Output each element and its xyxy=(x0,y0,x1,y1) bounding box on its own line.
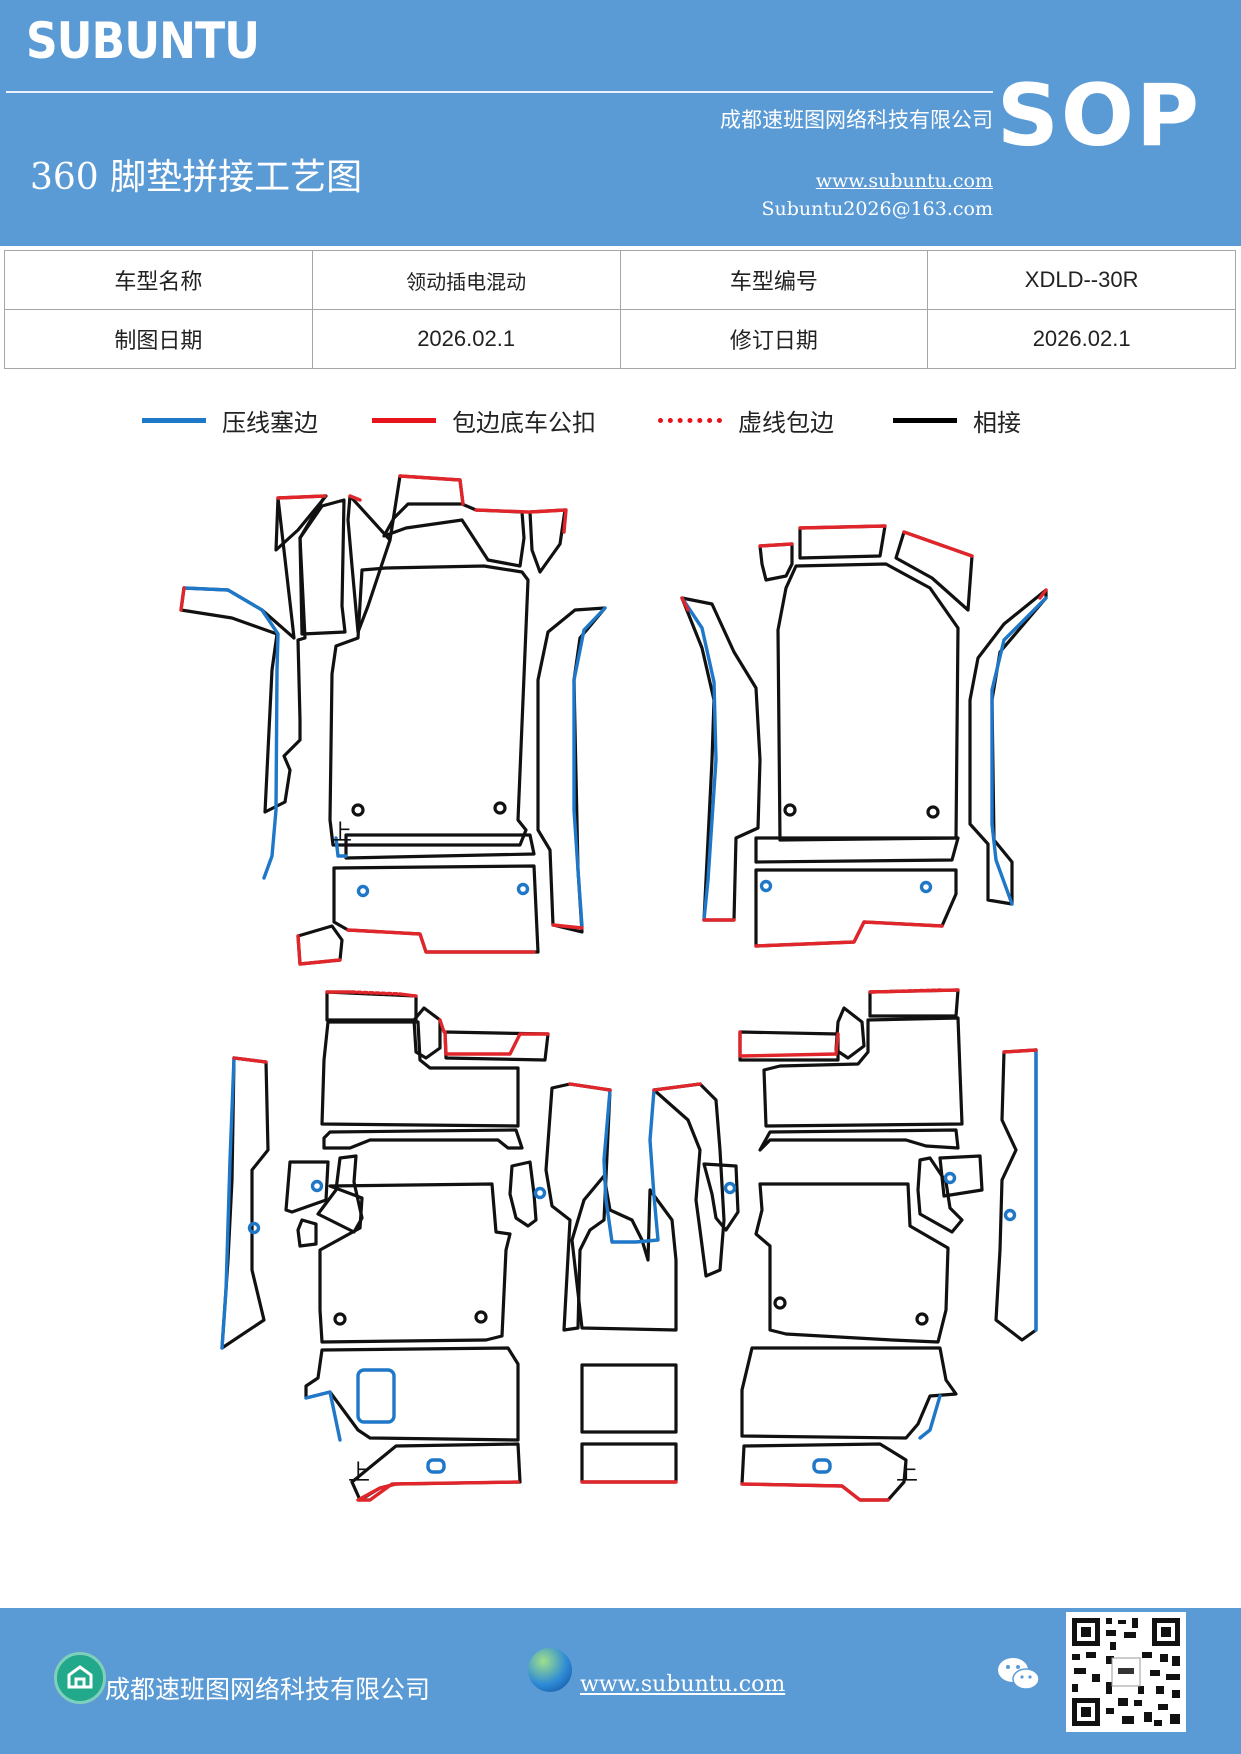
mat-piece xyxy=(320,1020,520,1128)
legend-label: 包边底车公扣 xyxy=(452,408,596,437)
draw-date-value: 2026.02.1 xyxy=(311,309,621,369)
legend-label: 压线塞边 xyxy=(222,408,318,437)
revise-date-label: 修订日期 xyxy=(619,309,929,369)
mat-piece xyxy=(318,1182,512,1344)
front-left-mat-group xyxy=(179,474,607,966)
building-icon xyxy=(54,1652,106,1704)
center-rear-mat-group xyxy=(580,1363,678,1484)
mat-piece xyxy=(284,1160,330,1214)
revise-date-value: 2026.02.1 xyxy=(927,309,1236,369)
wechat-icon xyxy=(998,1658,1040,1690)
vehicle-info-table: 车型名称 领动插电混动 车型编号 XDLD--30R 制图日期 2026.02.… xyxy=(4,250,1236,369)
rear-left-mat-group xyxy=(220,990,678,1502)
mat-piece xyxy=(740,1346,958,1440)
document-title: 360 脚垫拼接工艺图 xyxy=(30,157,363,198)
legend-swatch xyxy=(658,417,722,423)
orientation-mark: 上 xyxy=(348,1461,370,1486)
legend-label: 相接 xyxy=(973,408,1021,437)
mat-piece xyxy=(528,508,567,574)
header-website-link[interactable]: www.subuntu.com xyxy=(815,170,993,192)
mat-piece xyxy=(868,988,960,1018)
mat-piece xyxy=(296,1218,318,1248)
mat-piece xyxy=(296,924,344,966)
draw-date-label: 制图日期 xyxy=(4,309,313,369)
header-email: Subuntu2026@163.com xyxy=(761,198,993,220)
mat-piece xyxy=(346,494,392,634)
legend-label: 虚线包边 xyxy=(738,408,834,437)
mat-piece xyxy=(758,1128,960,1152)
mat-piece xyxy=(508,1160,538,1228)
footer-company: 成都速班图网络科技有限公司 xyxy=(105,1675,431,1704)
mat-piece xyxy=(179,494,327,814)
mat-piece xyxy=(274,494,328,552)
footer-banner: 成都速班图网络科技有限公司 www.subuntu.com xyxy=(0,1608,1241,1754)
dotted-wrap-lines xyxy=(350,988,942,996)
header-company: 成都速班图网络科技有限公司 xyxy=(720,108,993,132)
sop-badge: SOP xyxy=(996,66,1201,166)
mat-piece xyxy=(994,1048,1038,1342)
header-divider xyxy=(6,91,993,93)
table-row: 制图日期 2026.02.1 修订日期 2026.02.1 xyxy=(4,309,1236,369)
mat-piece xyxy=(754,1182,950,1344)
floor-mat-diagram: 上 上 上 xyxy=(179,474,1048,1502)
legend-item-press: 压线塞边 xyxy=(142,398,318,442)
mat-piece xyxy=(298,498,347,636)
mat-piece xyxy=(316,1154,364,1234)
legend-swatch xyxy=(142,417,206,423)
mat-piece xyxy=(762,1016,964,1128)
globe-icon xyxy=(528,1648,572,1692)
legend-item-join: 相接 xyxy=(893,398,1021,442)
mat-piece xyxy=(680,596,762,922)
mat-piece xyxy=(332,864,540,954)
orientation-mark: 上 xyxy=(330,821,352,846)
mat-piece xyxy=(834,1006,866,1060)
mat-piece xyxy=(325,990,418,1022)
mat-piece xyxy=(304,1346,520,1442)
press-edge-lines xyxy=(182,586,1048,1474)
model-code-value: XDLD--30R xyxy=(927,250,1236,310)
mat-piece xyxy=(754,836,960,864)
legend-item-wrap: 包边底车公扣 xyxy=(372,398,596,442)
mat-piece xyxy=(328,564,530,847)
legend-item-dotted: 虚线包边 xyxy=(658,398,834,442)
mat-piece xyxy=(580,1363,678,1434)
mat-piece xyxy=(916,1156,964,1234)
line-legend: 压线塞边 包边底车公扣 虚线包边 相接 xyxy=(0,398,1241,442)
mat-piece xyxy=(220,1056,270,1350)
mat-piece xyxy=(702,1162,740,1232)
mat-piece xyxy=(758,542,794,582)
orientation-mark: 上 xyxy=(896,1461,918,1486)
model-name-value: 领动插电混动 xyxy=(311,250,621,310)
mat-piece xyxy=(938,1154,984,1198)
mat-piece xyxy=(798,524,887,560)
legend-swatch xyxy=(893,417,957,423)
mat-piece xyxy=(388,474,402,542)
mat-piece xyxy=(344,833,536,860)
mat-piece xyxy=(443,1030,550,1062)
table-row: 车型名称 领动插电混动 车型编号 XDLD--30R xyxy=(4,250,1236,310)
wrap-edge-lines xyxy=(179,474,1048,1502)
mat-piece xyxy=(382,474,526,568)
mat-piece xyxy=(536,606,607,934)
mat-piece xyxy=(776,562,960,842)
mat-piece xyxy=(322,1128,524,1150)
rear-right-mat-group xyxy=(652,988,1038,1502)
model-name-label: 车型名称 xyxy=(4,250,313,310)
model-code-label: 车型编号 xyxy=(619,250,929,310)
footer-website-link[interactable]: www.subuntu.com xyxy=(580,1672,786,1697)
legend-swatch xyxy=(372,417,436,423)
header-banner: SUBUNTU 成都速班图网络科技有限公司 www.subuntu.com Su… xyxy=(0,0,1241,246)
brand-logo: SUBUNTU xyxy=(26,12,260,70)
mat-piece xyxy=(580,1442,678,1484)
mat-piece xyxy=(570,1174,678,1332)
qr-code-icon xyxy=(1066,1612,1186,1732)
mat-piece xyxy=(652,1082,726,1278)
